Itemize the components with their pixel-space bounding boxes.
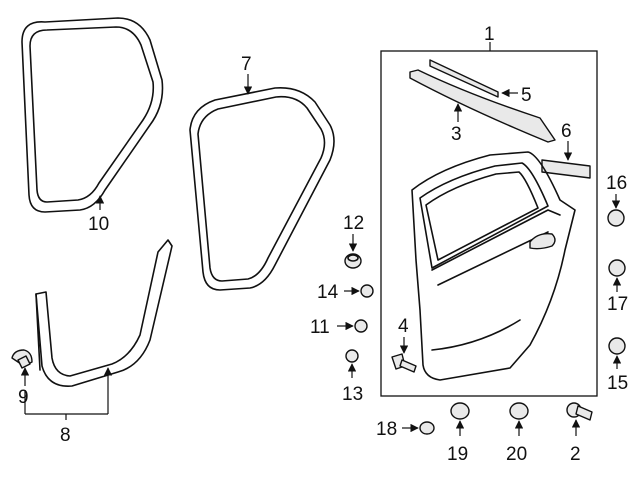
callout-14: 14 <box>317 282 360 303</box>
svg-text:4: 4 <box>398 316 409 337</box>
callout-12: 12 <box>343 213 364 252</box>
part-3-outer-belt-strip <box>409 69 556 143</box>
callout-6: 6 <box>561 121 573 161</box>
svg-text:1: 1 <box>484 24 495 45</box>
callout-7: 7 <box>241 54 253 95</box>
part-20-grommet <box>509 402 529 420</box>
callout-19: 19 <box>447 420 468 465</box>
svg-text:3: 3 <box>451 124 462 145</box>
part-14-clip <box>360 284 374 298</box>
part-12-grommet <box>344 253 362 269</box>
callout-2: 2 <box>570 419 581 465</box>
part-7-door-opening-seal <box>189 86 335 291</box>
svg-text:8: 8 <box>60 425 71 446</box>
part-5-belt-molding <box>429 59 499 98</box>
svg-text:17: 17 <box>607 294 628 315</box>
svg-text:20: 20 <box>506 444 527 465</box>
part-19-grommet <box>450 402 470 420</box>
callout-9: 9 <box>18 367 30 408</box>
part-1-door-panel <box>411 151 576 381</box>
callout-8: 8 <box>24 367 113 446</box>
part-10-door-weatherstrip <box>21 17 164 213</box>
svg-text:16: 16 <box>606 173 627 194</box>
part-15-grommet <box>608 337 626 355</box>
callout-17: 17 <box>607 277 628 315</box>
callout-15: 15 <box>607 355 628 394</box>
part-13-clip <box>345 349 359 363</box>
callout-1: 1 <box>484 24 495 45</box>
callout-13: 13 <box>342 363 363 405</box>
callout-10: 10 <box>88 195 109 235</box>
part-4-bolt <box>391 353 417 373</box>
part-9-clip <box>11 349 33 369</box>
svg-text:19: 19 <box>447 444 468 465</box>
svg-text:14: 14 <box>317 282 339 303</box>
callout-20: 20 <box>506 420 527 465</box>
callout-18: 18 <box>376 419 419 440</box>
callout-5: 5 <box>501 85 532 106</box>
callout-11: 11 <box>310 317 354 338</box>
svg-text:18: 18 <box>376 419 397 440</box>
svg-text:15: 15 <box>607 373 628 394</box>
part-6-trim-block <box>541 159 591 179</box>
svg-text:2: 2 <box>570 444 581 465</box>
part-2-plug <box>566 402 593 421</box>
part-16-grommet <box>607 209 625 227</box>
svg-text:7: 7 <box>241 54 252 75</box>
part-11-clip <box>354 319 368 333</box>
svg-text:6: 6 <box>561 121 572 142</box>
part-17-grommet <box>608 259 626 277</box>
svg-text:11: 11 <box>310 317 330 338</box>
part-18-clip <box>419 421 435 435</box>
svg-text:13: 13 <box>342 384 363 405</box>
part-8-lower-seal-strip <box>35 239 173 387</box>
svg-text:5: 5 <box>521 85 532 106</box>
part-1-door-shell-box <box>380 42 598 397</box>
callout-4: 4 <box>398 316 409 354</box>
svg-text:9: 9 <box>18 387 29 408</box>
callout-16: 16 <box>606 173 627 209</box>
callout-3: 3 <box>451 103 463 145</box>
svg-text:10: 10 <box>88 214 109 235</box>
svg-text:12: 12 <box>343 213 364 234</box>
